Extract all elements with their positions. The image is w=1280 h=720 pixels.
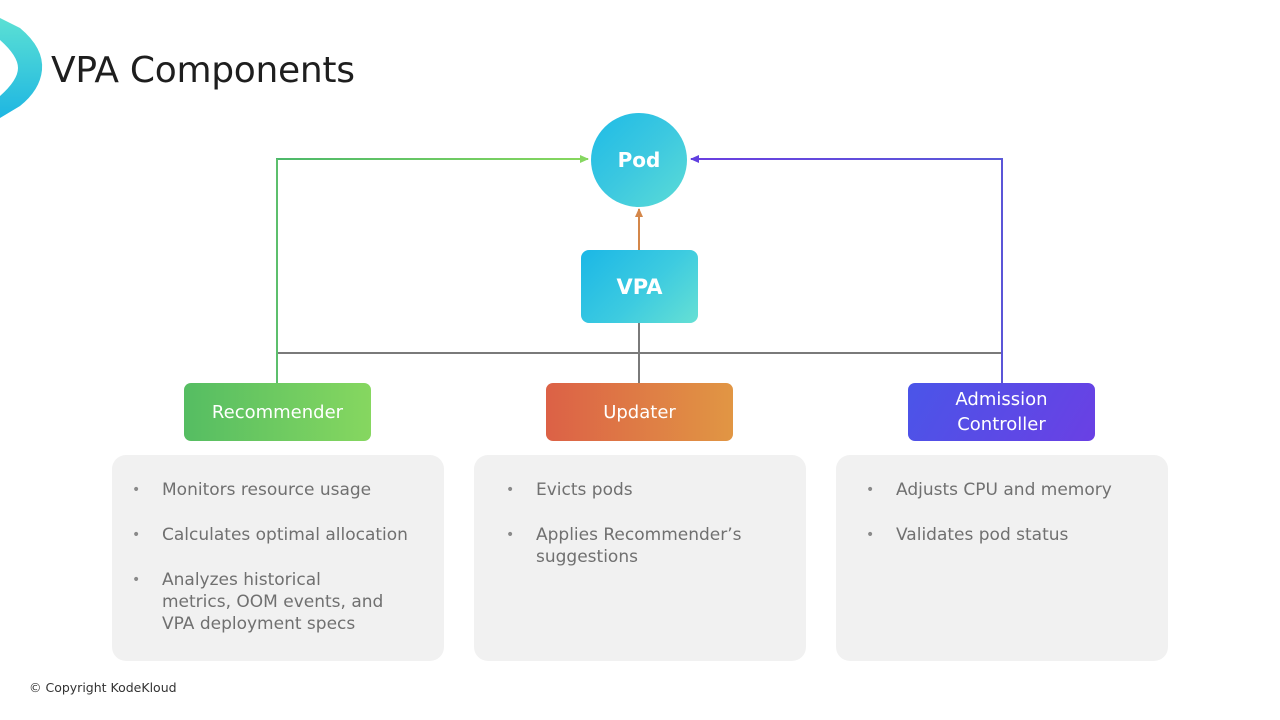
vpa-node: VPA (581, 250, 698, 323)
recommender-to-pod-arrow (276, 155, 589, 383)
list-item: • Analyzes historical metrics, OOM events… (132, 569, 392, 635)
pod-node: Pod (591, 113, 687, 207)
bullet-icon: • (506, 527, 515, 543)
bullet-text: Analyzes historical metrics, OOM events,… (162, 570, 384, 634)
updater-details-card: • Evicts pods • Applies Recommender’s sugg… (474, 455, 806, 661)
list-item: • Calculates optimal allocation (132, 524, 424, 546)
bullet-icon: • (132, 527, 141, 543)
bullet-text: Adjusts CPU and memory (896, 480, 1112, 500)
list-item: • Applies Recommender’s suggestions (506, 524, 766, 568)
bullet-text: Calculates optimal allocation (162, 525, 408, 545)
updater-label: Updater (603, 401, 676, 423)
bullet-icon: • (866, 527, 875, 543)
list-item: • Adjusts CPU and memory (866, 479, 1148, 501)
bullet-text: Monitors resource usage (162, 480, 372, 500)
copyright-footer: © Copyright KodeKloud (29, 680, 177, 695)
list-item: • Monitors resource usage (132, 479, 424, 501)
bullet-icon: • (506, 482, 515, 498)
bullet-text: Evicts pods (536, 480, 633, 500)
list-item: • Validates pod status (866, 524, 1148, 546)
bullet-icon: • (132, 572, 141, 588)
kodekloud-logo-icon (0, 18, 43, 118)
pod-label: Pod (617, 148, 661, 172)
admission-controller-node: Admission Controller (908, 383, 1095, 441)
vpa-label: VPA (616, 274, 663, 299)
recommender-details-card: • Monitors resource usage • Calculates opt… (112, 455, 444, 661)
admission-controller-details-card: • Adjusts CPU and memory • Validates pod s… (836, 455, 1168, 661)
list-item: • Evicts pods (506, 479, 786, 501)
recommender-node: Recommender (184, 383, 371, 441)
bullet-icon: • (132, 482, 141, 498)
admission-to-pod-arrow (690, 155, 1003, 383)
updater-node: Updater (546, 383, 733, 441)
bullet-icon: • (866, 482, 875, 498)
admission-controller-label: Admission Controller (955, 389, 1048, 435)
recommender-label: Recommender (211, 401, 344, 423)
bullet-text: Applies Recommender’s suggestions (536, 525, 742, 567)
slide-title: VPA Components (51, 50, 355, 91)
bullet-text: Validates pod status (896, 525, 1069, 545)
